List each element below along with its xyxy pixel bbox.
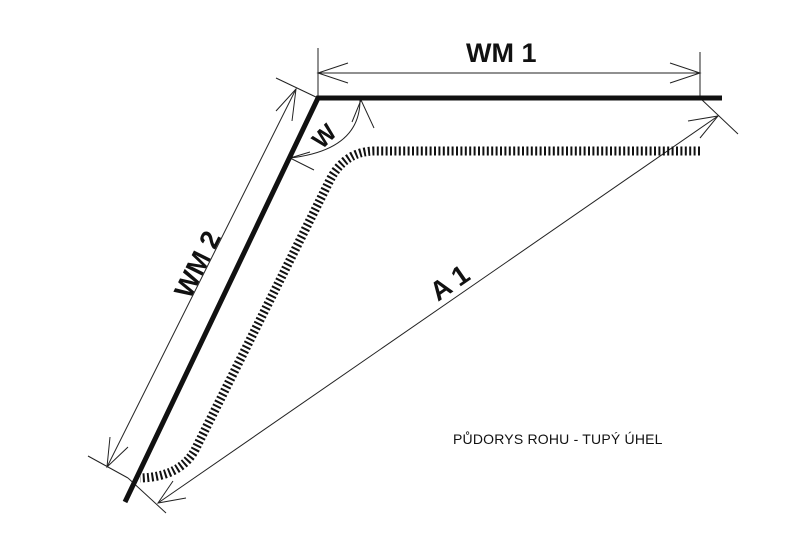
sealant-dashed-line bbox=[139, 146, 700, 483]
wm2-label: WM 2 bbox=[169, 226, 227, 302]
a1-extension-right bbox=[699, 97, 739, 135]
a1-arrow-right bbox=[687, 115, 720, 139]
wm2-extension-bottom bbox=[87, 455, 129, 479]
wm1-arrow-left bbox=[316, 62, 349, 84]
a1-arrow-bottom bbox=[156, 480, 187, 504]
wm2-extension-top bbox=[275, 77, 319, 99]
a1-dimension-line bbox=[157, 115, 719, 504]
wm2-dimension-line bbox=[106, 88, 297, 468]
wall-outline bbox=[122, 95, 722, 504]
w-angle-label: W bbox=[307, 119, 342, 154]
diagram-caption: PŮDORYS ROHU - TUPÝ ÚHEL bbox=[453, 431, 663, 447]
w-angle-arc bbox=[289, 99, 361, 159]
wm1-arrow-right bbox=[669, 62, 702, 84]
wm2-arrow-top bbox=[275, 87, 297, 122]
wm2-arrow-bottom bbox=[106, 436, 129, 469]
wm1-label: WM 1 bbox=[466, 38, 537, 68]
a1-label: A 1 bbox=[424, 259, 475, 307]
